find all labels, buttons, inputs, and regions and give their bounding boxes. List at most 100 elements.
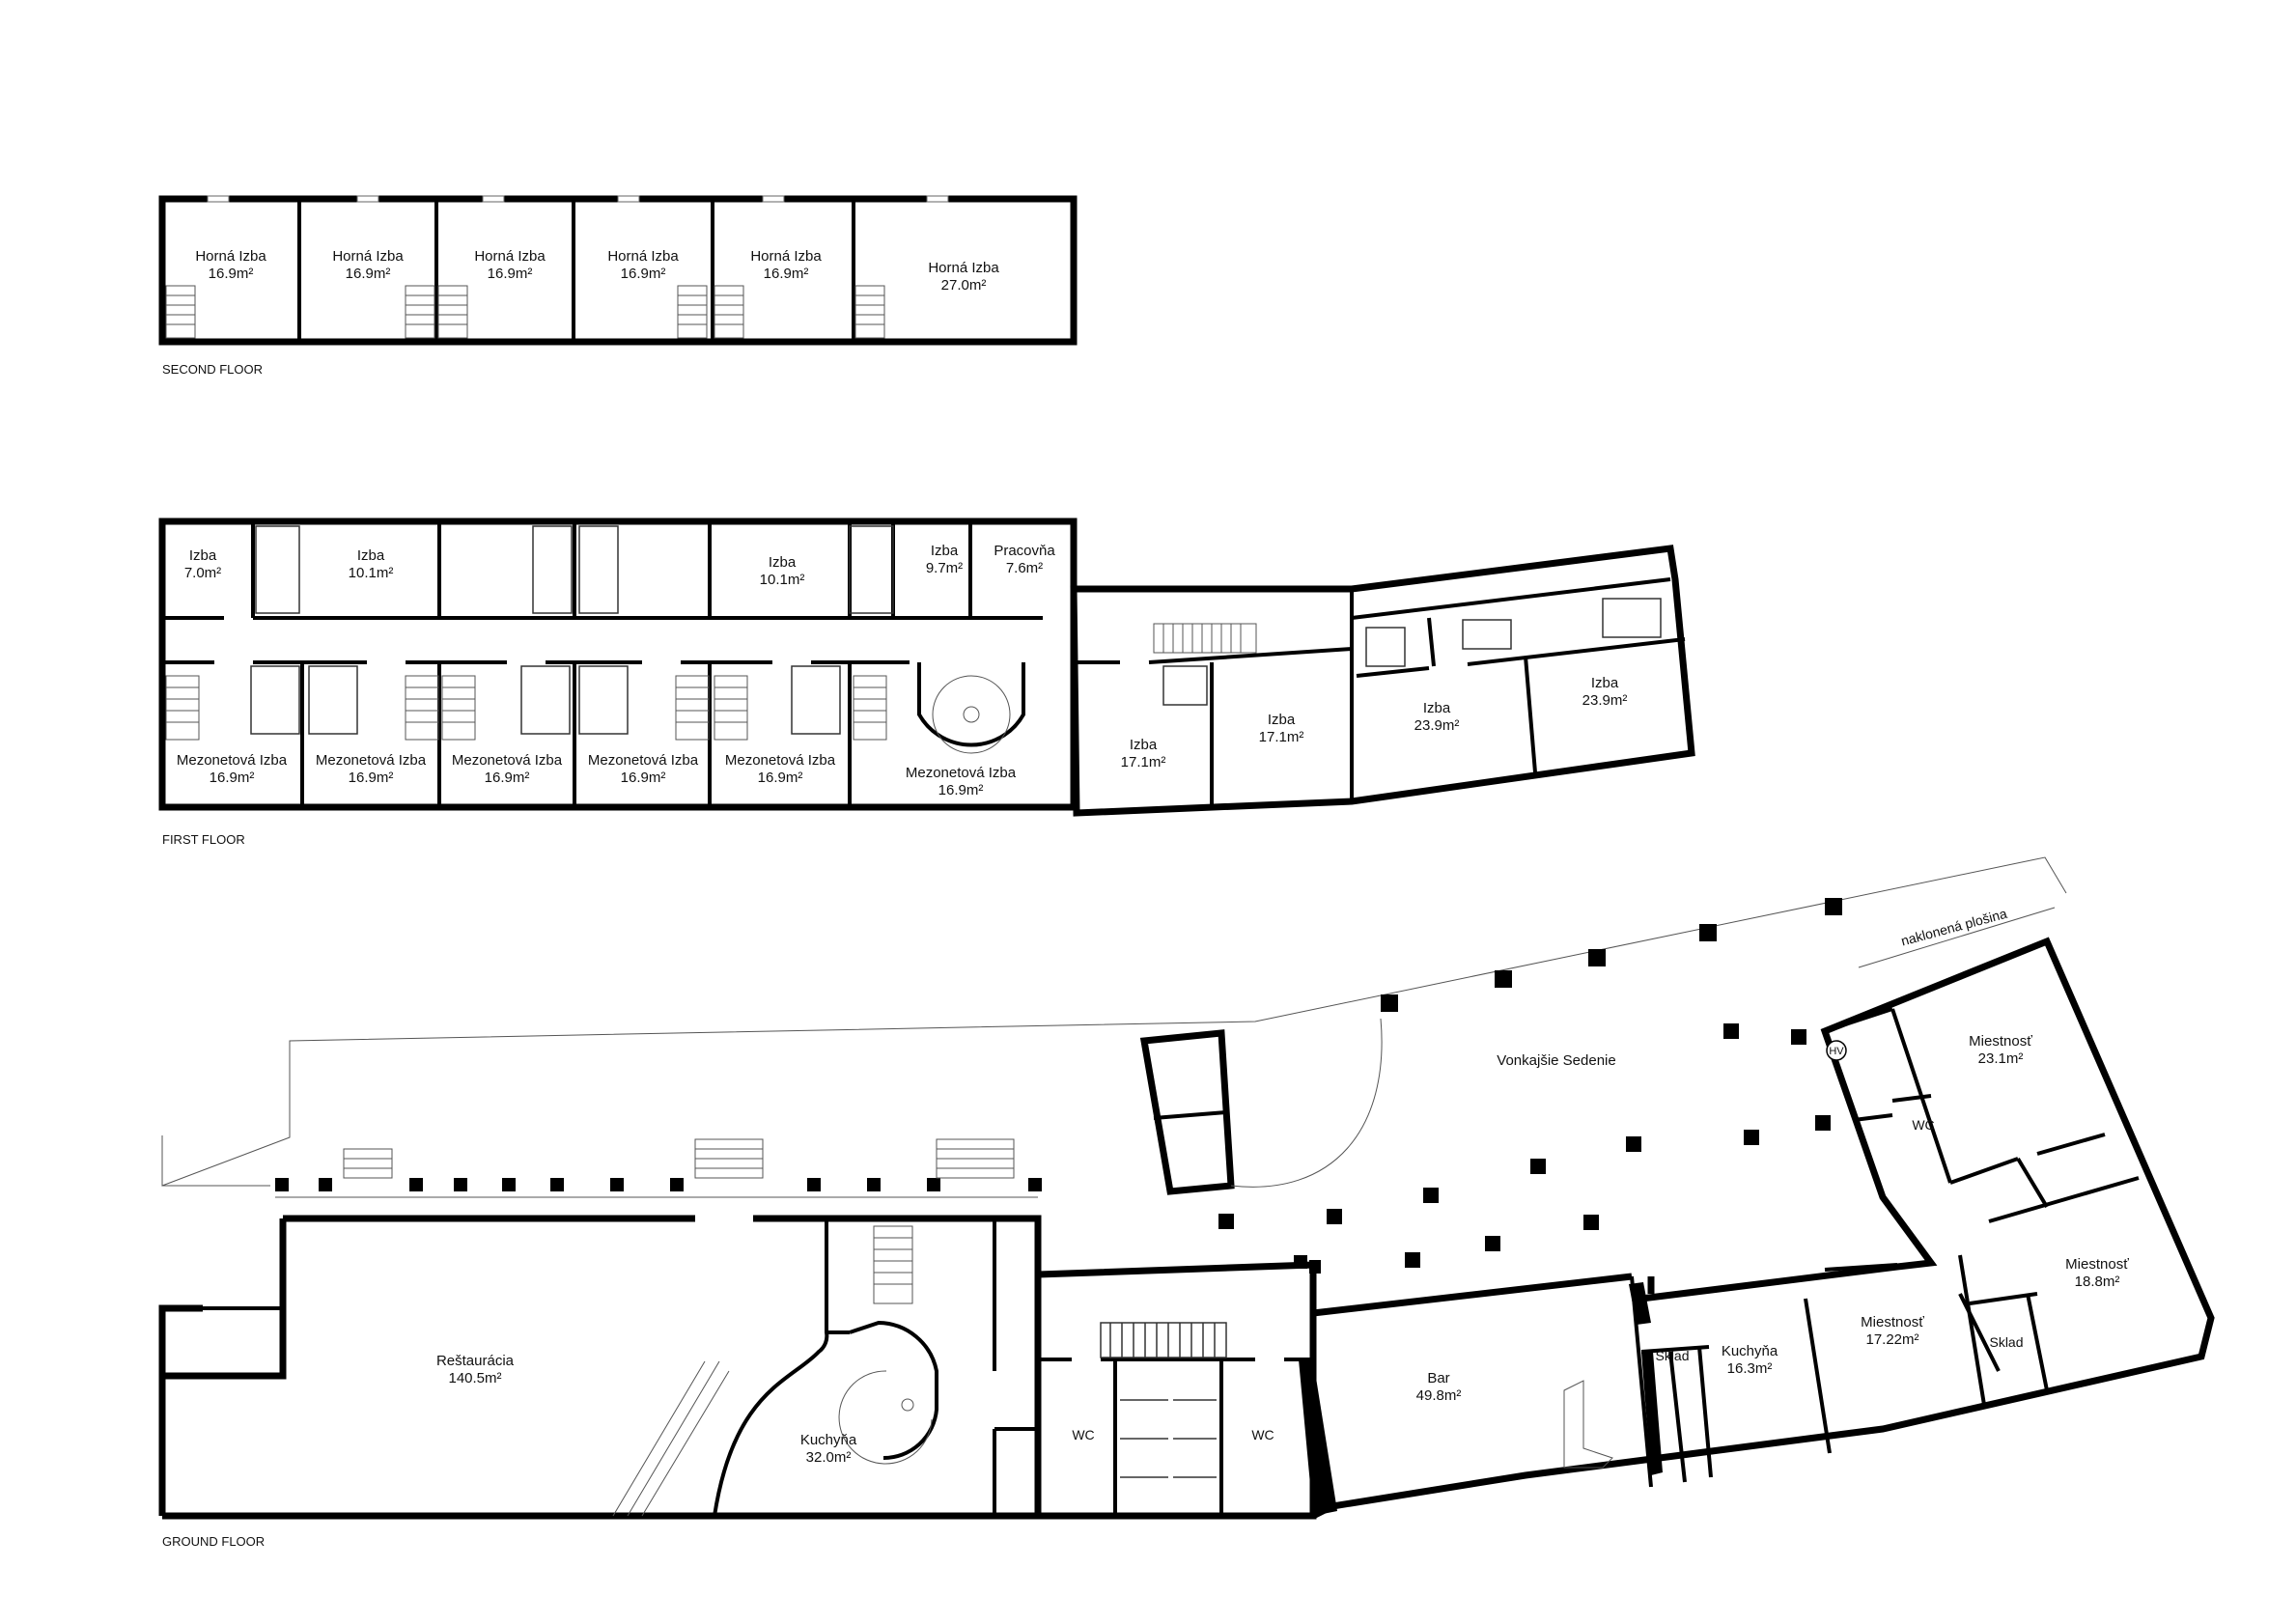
room-name: Horná Izba — [750, 248, 822, 265]
colonnade-columns — [275, 1178, 1042, 1191]
floor-label-first: FIRST FLOOR — [162, 832, 245, 847]
room-name: Horná Izba — [332, 248, 404, 265]
wc-block-outline — [1037, 1261, 1317, 1520]
wc-label: WC — [1912, 1117, 1934, 1133]
room-name: Miestnosť — [2065, 1256, 2129, 1273]
kitchen-spiral-stair — [838, 1320, 938, 1465]
room-name: Vonkajšie Sedenie — [1497, 1052, 1615, 1069]
restaurant-outer — [158, 1215, 1042, 1520]
room-area: 16.9m² — [485, 770, 530, 786]
room-area: 140.5m² — [448, 1370, 501, 1386]
room-name: Mezonetová Izba — [906, 765, 1017, 781]
room-area: 32.0m² — [806, 1449, 852, 1466]
room-name: Horná Izba — [474, 248, 546, 265]
room-area: 7.6m² — [1006, 560, 1043, 576]
room-name: Kuchyňa — [1722, 1343, 1778, 1359]
ramp-line — [1858, 907, 2056, 968]
wc-solid-wall — [1299, 1359, 1337, 1516]
wc-label: WC — [1072, 1427, 1094, 1442]
room-name: Izba — [357, 547, 385, 564]
second-floor: Horná Izba 16.9m² Horná Izba 16.9m² Horn… — [158, 195, 1078, 377]
bar-counter — [1563, 1380, 1613, 1469]
room-area: 17.22m² — [1865, 1331, 1918, 1348]
room-area: 9.7m² — [926, 560, 963, 576]
room-area: 16.9m² — [621, 770, 666, 786]
room-area: 16.9m² — [209, 266, 254, 282]
hv-marker — [1826, 1040, 1847, 1061]
room-area: 23.9m² — [1414, 717, 1460, 734]
first-floor-room-labels: Izba 7.0m² Izba 10.1m² Izba 10.1m² Izba … — [177, 543, 1627, 798]
room-area: 16.9m² — [346, 266, 391, 282]
room-name: Horná Izba — [607, 248, 679, 265]
room-name: Izba — [189, 547, 217, 564]
ground-floor-room-labels: Reštaurácia 140.5m² Kuchyňa 32.0m² Bar 4… — [436, 1033, 2129, 1466]
room-name: Horná Izba — [928, 260, 999, 276]
room-name: Izba — [1591, 675, 1619, 691]
bar-solid-2 — [1641, 1352, 1663, 1475]
room-area: 16.9m² — [938, 782, 984, 798]
room-area: 7.0m² — [184, 565, 221, 581]
second-floor-room-labels: Horná Izba 16.9m² Horná Izba 16.9m² Horn… — [195, 248, 999, 294]
room-area: 16.9m² — [488, 266, 533, 282]
bar-block-outline — [1311, 937, 2215, 1520]
entry-stairs — [343, 1138, 1015, 1179]
second-floor-partitions — [297, 199, 855, 342]
east-rooms-partitions — [1824, 1007, 2140, 1372]
room-area: 27.0m² — [941, 277, 987, 294]
sklad-label: Sklad — [1655, 1348, 1689, 1363]
first-floor-east-bathrooms — [1162, 598, 1662, 706]
room-name: Pracovňa — [994, 543, 1055, 559]
hv-label: HV — [1829, 1046, 1844, 1057]
room-name: Reštaurácia — [436, 1353, 515, 1369]
room-name: Mezonetová Izba — [316, 752, 427, 769]
room-area: 49.8m² — [1416, 1387, 1462, 1404]
room-area: 23.1m² — [1978, 1050, 2024, 1067]
floor-label-ground: GROUND FLOOR — [162, 1534, 265, 1549]
first-floor-east-partitions — [1077, 577, 1686, 807]
room-area: 16.9m² — [764, 266, 809, 282]
room-name: Mezonetová Izba — [588, 752, 699, 769]
room-name: Mezonetová Izba — [177, 752, 288, 769]
first-floor-stairs — [165, 623, 1257, 741]
first-floor-corridor-walls — [162, 616, 1043, 664]
room-name: Bar — [1427, 1370, 1449, 1386]
first-floor-bathrooms — [250, 525, 894, 735]
floor-label-second: SECOND FLOOR — [162, 362, 263, 377]
room-name: Izba — [931, 543, 959, 559]
room-area: 16.9m² — [621, 266, 666, 282]
room-area: 16.9m² — [210, 770, 255, 786]
room-name: Miestnosť — [1861, 1314, 1924, 1330]
kitchen-stair — [873, 1225, 913, 1304]
room-area: 23.9m² — [1582, 692, 1628, 709]
room-name: Izba — [1423, 700, 1451, 716]
room-name: Kuchyňa — [800, 1432, 857, 1448]
room-name: Izba — [1268, 712, 1296, 728]
room-area: 16.3m² — [1727, 1360, 1773, 1377]
room-area: 18.8m² — [2075, 1274, 2120, 1290]
room-name: Miestnosť — [1969, 1033, 2032, 1050]
ground-floor: naklonená plošina — [158, 856, 2215, 1549]
second-floor-stairs — [165, 285, 885, 339]
room-name: Mezonetová Izba — [452, 752, 563, 769]
room-name: Mezonetová Izba — [725, 752, 836, 769]
restaurant-ramp — [612, 1360, 730, 1517]
room-name: Izba — [1130, 737, 1158, 753]
outdoor-columns — [1218, 898, 1842, 1269]
room-area: 16.9m² — [758, 770, 803, 786]
first-floor: Izba 7.0m² Izba 10.1m² Izba 10.1m² Izba … — [158, 518, 1695, 847]
room-name: Izba — [769, 554, 797, 571]
sklad-label: Sklad — [1989, 1334, 2023, 1350]
first-floor-spiral-stair — [917, 662, 1025, 754]
room-area: 17.1m² — [1259, 729, 1304, 745]
seating-arc — [1230, 1018, 1383, 1188]
wc-stalls — [1100, 1322, 1227, 1478]
first-floor-partitions — [251, 521, 972, 807]
room-area: 10.1m² — [760, 572, 805, 588]
wc-label: WC — [1251, 1427, 1274, 1442]
room-name: Horná Izba — [195, 248, 266, 265]
first-floor-east-outline — [1070, 545, 1695, 817]
room-area: 17.1m² — [1121, 754, 1166, 770]
site-boundary — [161, 856, 2067, 1187]
bar-solid-1 — [1629, 1282, 1651, 1325]
